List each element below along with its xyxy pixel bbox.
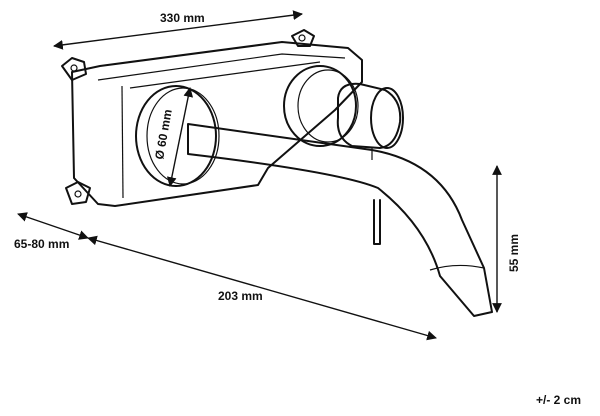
spout [187,123,493,317]
mixer-handle [283,65,404,160]
spout-length-dimension-line [87,235,437,341]
mount-ear-bottom-left [65,181,91,205]
mount-ear-top-left [61,57,87,81]
box-width-label: 330 mm [160,11,205,25]
depth-dimension-line [17,212,89,240]
spout-height-label: 55 mm [507,234,521,272]
depth-label: 65-80 mm [14,237,69,251]
diameter-label: Ø 60 mm [152,108,175,160]
spout-plate [135,85,220,187]
spout-length-label: 203 mm [218,289,263,303]
tolerance-note: +/- 2 cm [536,393,581,407]
diameter-dimension-line [166,87,194,187]
mounting-box [61,29,363,207]
box-width-dimension-line [53,10,303,50]
